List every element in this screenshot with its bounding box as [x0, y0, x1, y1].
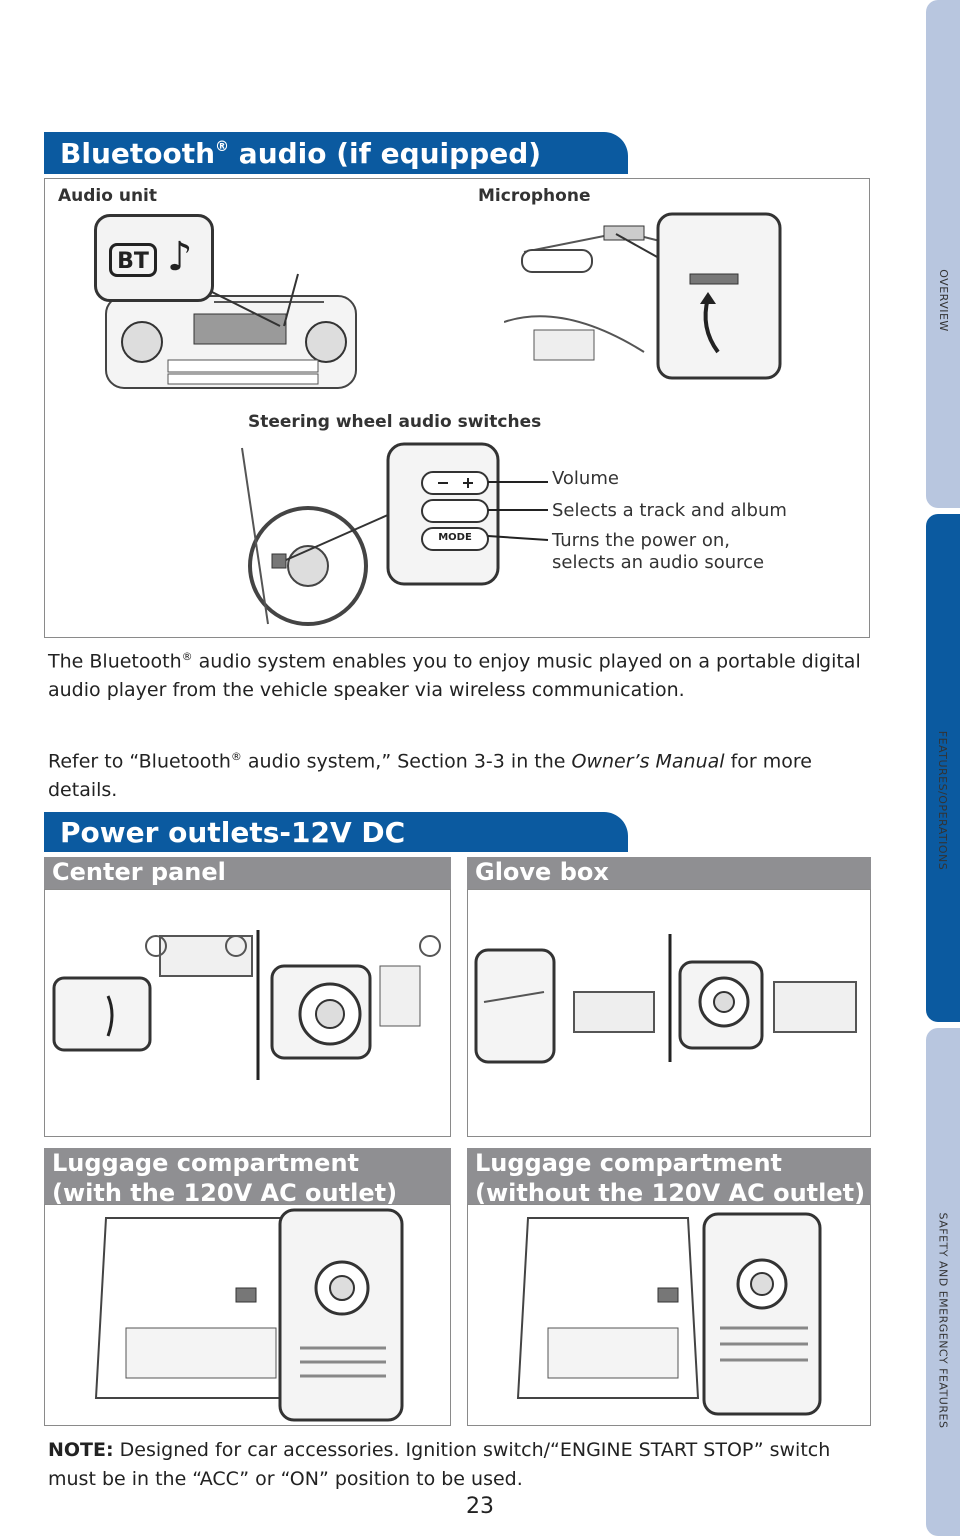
tab-overview-bg[interactable] [926, 0, 960, 508]
bluetooth-header-rest: audio (if equipped) [229, 136, 542, 170]
mode-button-icon: MODE [438, 532, 472, 543]
steering-switches-label: Steering wheel audio switches [248, 412, 542, 432]
power-callout-line1: Turns the power on, [552, 530, 731, 551]
bt-badge: BT [109, 243, 157, 277]
note-body: Designed for car accessories. Ignition s… [48, 1439, 831, 1490]
luggage-with-line2: (with the 120V AC outlet) [52, 1179, 398, 1207]
para2-a: Refer to “Bluetooth [48, 750, 231, 773]
luggage-without-line1: Luggage compartment [475, 1149, 782, 1177]
tab-features-label: FEATURES/OPERATIONS [936, 730, 950, 870]
steering-wheel-illustration [241, 442, 500, 626]
para2-c: for more details. [48, 750, 812, 802]
para2-b: audio system,” Section 3-3 in the [241, 750, 572, 773]
luggage-with-line1: Luggage compartment [52, 1149, 359, 1177]
page-number: 23 [466, 1494, 494, 1519]
owners-manual-ref: Owner’s Manual [571, 750, 725, 773]
glove-box-header: Glove box [467, 857, 871, 889]
para1-a: The Bluetooth [48, 650, 182, 673]
note-label: NOTE: [48, 1439, 114, 1461]
note-text: NOTE: Designed for car accessories. Igni… [48, 1436, 868, 1494]
bluetooth-reference: Refer to “Bluetooth® audio system,” Sect… [48, 742, 868, 805]
center-panel-illustration [52, 930, 441, 1080]
audio-unit-illustration [105, 273, 357, 389]
luggage-with-header: Luggage compartment (with the 120V AC ou… [44, 1148, 451, 1207]
luggage-without-illustration [516, 1212, 822, 1416]
tab-overview[interactable]: OVERVIEW [926, 200, 960, 400]
volume-callout: Volume [552, 468, 619, 489]
para2-mark: ® [230, 750, 242, 763]
tab-safety[interactable]: SAFETY AND EMERGENCY FEATURES [926, 1140, 960, 1500]
tab-features-bg[interactable] [926, 514, 960, 1022]
center-panel-header: Center panel [44, 857, 451, 889]
para1-mark: ® [181, 650, 193, 663]
luggage-without-line2: (without the 120V AC outlet) [475, 1179, 866, 1207]
tab-features-operations[interactable]: FEATURES/OPERATIONS [926, 680, 960, 920]
bluetooth-header-mark: ® [215, 139, 230, 155]
luggage-with-illustration [94, 1208, 404, 1422]
tab-safety-bg[interactable] [926, 1028, 960, 1536]
tab-overview-label: OVERVIEW [936, 268, 950, 332]
bluetooth-header-main: Bluetooth [60, 136, 216, 170]
microphone-label: Microphone [478, 186, 591, 206]
bt-badge-callout: BT ♪ [94, 214, 214, 302]
switch-callout-lines [487, 481, 549, 541]
audio-unit-label: Audio unit [58, 186, 158, 206]
glove-box-illustration [474, 934, 857, 1064]
bluetooth-description: The Bluetooth® audio system enables you … [48, 642, 868, 705]
power-outlets-header: Power outlets-12V DC [44, 812, 628, 852]
bluetooth-section-header: Bluetooth® audio (if equipped) [44, 132, 628, 174]
para1-b: audio system enables you to enjoy music … [48, 650, 861, 702]
tab-safety-label: SAFETY AND EMERGENCY FEATURES [936, 1212, 950, 1428]
track-callout: Selects a track and album [552, 500, 787, 521]
power-callout-line2: selects an audio source [552, 552, 765, 573]
microphone-illustration [504, 212, 782, 380]
music-note-icon: ♪ [167, 234, 193, 280]
luggage-without-header: Luggage compartment (without the 120V AC… [467, 1148, 871, 1207]
